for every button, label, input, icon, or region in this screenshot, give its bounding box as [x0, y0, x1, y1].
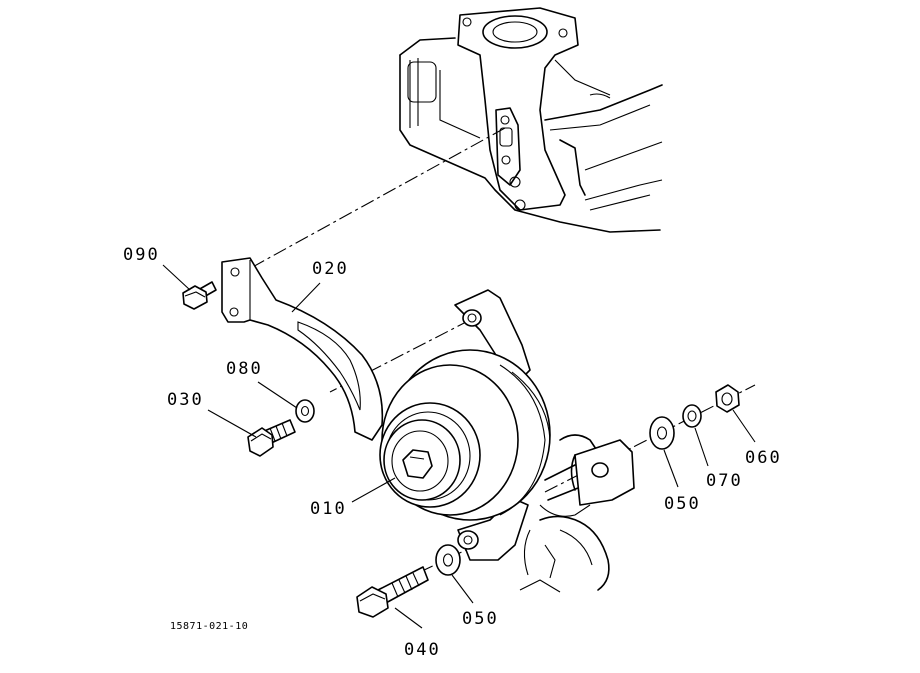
callout-leader-lines	[162, 264, 756, 629]
label-040: 040	[404, 640, 441, 660]
part-010-alternator	[379, 289, 551, 561]
diagram-reference-code: 15871-021-10	[170, 621, 248, 632]
label-090: 090	[123, 245, 160, 265]
label-030: 030	[167, 390, 204, 410]
part-050-washer-right	[649, 416, 675, 450]
label-060: 060	[745, 448, 782, 468]
label-070: 070	[706, 471, 743, 491]
part-050-washer-lower	[435, 544, 461, 576]
part-020-adjusting-bracket	[221, 257, 384, 441]
part-number-labels: 090 020 080 030 010 040 050 050 070 060 …	[123, 245, 782, 660]
label-050-right: 050	[664, 494, 701, 514]
label-010: 010	[310, 499, 347, 519]
label-080: 080	[226, 359, 263, 379]
engine-block-illustration	[399, 7, 663, 233]
part-030-bolt	[247, 419, 296, 457]
label-050-lower: 050	[462, 609, 499, 629]
part-090-bolt	[182, 281, 217, 310]
part-040-bolt	[356, 566, 429, 618]
label-020: 020	[312, 259, 349, 279]
engine-mount-illustration	[519, 434, 635, 593]
part-070-lock-washer	[682, 404, 702, 428]
part-060-nut	[715, 384, 740, 413]
part-080-washer	[295, 399, 315, 423]
